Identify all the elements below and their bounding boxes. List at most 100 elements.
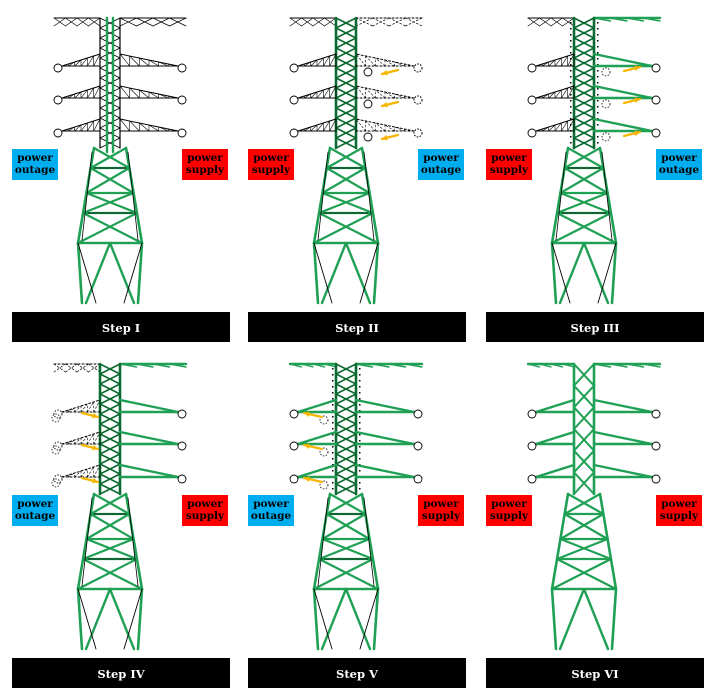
lower-body-brace: [325, 492, 364, 516]
upper-shaft-brace: [335, 423, 357, 435]
insulator-ring-icon: [53, 441, 63, 451]
top-crossarm-brace: [323, 363, 337, 368]
crossarm-lattice: [567, 118, 575, 132]
upper-shaft-brace: [335, 453, 357, 465]
shaft-dot: [570, 58, 572, 60]
lower-body-brace: [92, 146, 131, 170]
shaft-dot: [359, 440, 361, 442]
lower-body-brace: [81, 537, 135, 561]
shaft-dot: [332, 488, 334, 490]
ghost-insulator-icon: [51, 478, 61, 488]
top-crossarm-brace: [538, 363, 552, 368]
crossarm-lattice: [61, 441, 69, 445]
crossarm-lattice: [323, 120, 330, 132]
crossarm-lattice: [87, 401, 94, 413]
old-leg-member: [359, 242, 379, 304]
lower-body-brace: [92, 492, 131, 516]
crossarm-lattice: [542, 61, 549, 67]
crossarm-lattice: [148, 59, 159, 67]
shaft-dot: [359, 410, 361, 412]
shaft-dot: [570, 28, 572, 30]
crossarm-lattice: [139, 122, 150, 132]
arrow-head-icon: [92, 477, 98, 484]
top-crossarm-brace: [152, 17, 170, 27]
upper-shaft-brace: [573, 17, 595, 29]
lower-body-brace: [563, 492, 602, 516]
top-crossarm-brace: [527, 17, 540, 27]
top-crossarm-brace: [550, 363, 564, 368]
shaft-dot: [332, 464, 334, 466]
insulator-ring-icon: [651, 128, 661, 138]
insulator-ring-icon: [527, 128, 537, 138]
shaft-dot: [570, 88, 572, 90]
upper-shaft-brace: [335, 87, 357, 99]
crossarm-chord: [592, 398, 654, 414]
crossarm-lattice: [158, 126, 169, 132]
label-word: power: [253, 152, 289, 164]
shaft-dot: [359, 368, 361, 370]
lower-body-brace: [89, 166, 135, 195]
upper-shaft-brace: [335, 403, 357, 415]
lower-body-brace: [559, 537, 613, 561]
shaft-dot: [570, 94, 572, 96]
insulator-ring-icon: [413, 441, 423, 451]
crossarm-lattice: [68, 472, 75, 478]
ghost-insulator-icon: [413, 63, 423, 73]
lower-body-leg: [372, 241, 380, 305]
top-crossarm-brace: [65, 363, 78, 373]
lower-body-leg: [312, 587, 320, 651]
lower-body-leg: [360, 146, 380, 245]
lower-body-leg: [76, 241, 84, 305]
crossarm-lattice: [394, 93, 405, 99]
insulator-ring-icon: [53, 474, 63, 484]
shaft-dot: [570, 46, 572, 48]
old-leg-member: [363, 151, 375, 241]
insulator-ring-icon: [289, 474, 299, 484]
insulator-ring-icon: [651, 409, 661, 419]
upper-shaft-brace: [573, 27, 595, 39]
lower-body-brace: [559, 166, 605, 195]
lower-body-leg: [312, 492, 332, 591]
top-crossarm-brace: [76, 17, 89, 27]
lower-body-brace: [559, 191, 613, 215]
shaft-dot: [332, 428, 334, 430]
shaft-dot: [332, 470, 334, 472]
ghost-insulator-icon: [601, 67, 611, 77]
shaft-dot: [359, 452, 361, 454]
shaft-dot: [332, 404, 334, 406]
crossarm-lattice: [129, 87, 140, 99]
crossarm-lattice: [158, 61, 169, 67]
lower-body-brace: [81, 191, 135, 215]
insulator-ring-icon: [289, 128, 299, 138]
insulator-ring-icon: [289, 63, 299, 73]
upper-shaft-brace: [99, 137, 121, 149]
lower-body-brace: [325, 146, 364, 170]
old-leg-member: [313, 242, 333, 304]
insulator-ring-icon: [651, 474, 661, 484]
top-crossarm-brace: [355, 17, 373, 27]
old-leg-member: [123, 242, 143, 304]
crossarm-lattice: [61, 95, 69, 99]
crossarm-lattice: [93, 118, 101, 132]
upper-shaft-brace: [573, 107, 595, 119]
lower-body-leg: [598, 492, 618, 591]
lower-body-brace: [312, 211, 375, 245]
top-crossarm-brace: [65, 363, 78, 373]
label-word: power: [491, 152, 527, 164]
insulator-ring-icon: [289, 409, 299, 419]
label-box: [486, 495, 532, 526]
crossarm-lattice: [119, 53, 130, 67]
top-crossarm-brace: [53, 17, 66, 27]
crossarm-lattice: [87, 87, 94, 99]
shaft-dot: [359, 428, 361, 430]
top-crossarm-brace: [388, 17, 406, 27]
label-box: [248, 149, 294, 180]
upper-shaft-brace: [573, 363, 595, 387]
upper-shaft-brace: [573, 384, 595, 409]
shaft-dot: [359, 458, 361, 460]
upper-shaft-brace: [335, 373, 357, 385]
